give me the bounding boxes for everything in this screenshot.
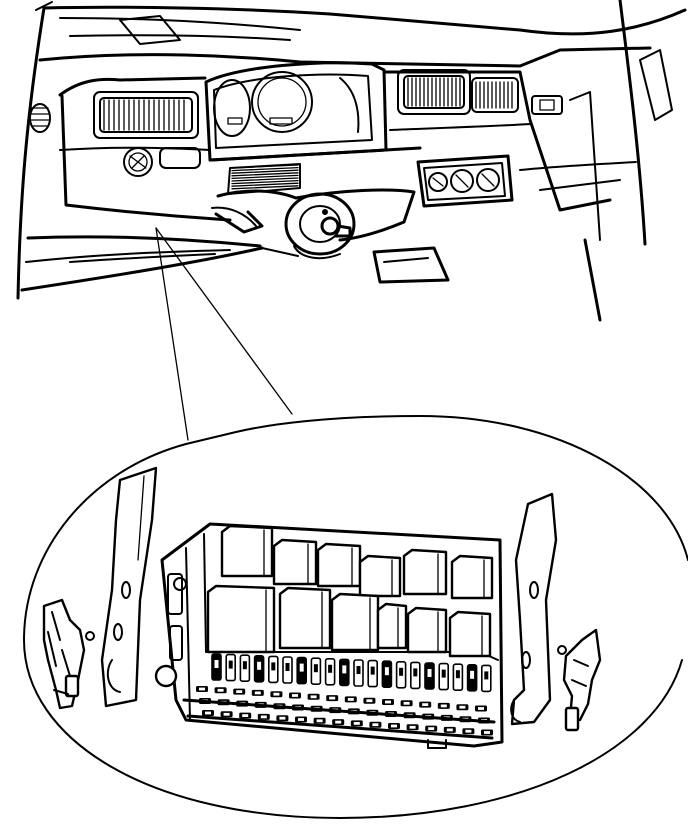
connector-slot-opening <box>385 700 391 704</box>
column-hatch-line <box>231 164 299 169</box>
relay <box>376 602 408 650</box>
relay <box>220 524 274 578</box>
connector-slot-rows <box>196 686 493 736</box>
right-bracket-plate <box>510 492 558 726</box>
connector-slot-opening <box>403 701 410 705</box>
relay <box>448 610 492 658</box>
right-clip <box>557 628 602 732</box>
fuse-strip <box>211 653 492 693</box>
fuse-window <box>342 665 347 674</box>
connector-slot-opening <box>329 696 336 700</box>
callout-leader <box>155 227 293 441</box>
connector-slot-opening <box>484 731 490 734</box>
fuse-window <box>384 667 389 676</box>
connector-slot-opening <box>260 715 267 719</box>
column-hatch-line <box>231 185 299 190</box>
fuse-window <box>299 663 304 672</box>
connector-slot-opening <box>279 716 286 720</box>
relay <box>206 584 276 654</box>
relay <box>406 606 448 654</box>
connector-slot-opening <box>199 687 205 691</box>
connector-slot-opening <box>353 722 360 725</box>
fuse-window <box>285 663 290 671</box>
fuse-window <box>271 662 276 671</box>
relay <box>450 554 494 600</box>
connector-slot-opening <box>205 711 211 715</box>
connector-slot-opening <box>446 728 453 732</box>
column-hatch-line <box>231 177 299 182</box>
connector-slot-opening <box>459 705 466 709</box>
fuse-window <box>399 667 404 676</box>
column-hatch-line <box>231 179 299 185</box>
relay <box>330 592 380 652</box>
relay <box>272 538 318 586</box>
column-hatch-line <box>231 174 299 180</box>
relay-group <box>206 524 494 658</box>
left-bracket-plate <box>100 466 158 708</box>
fuse-window <box>455 670 460 679</box>
fuse-window <box>228 660 233 669</box>
fuse-relay-box <box>154 522 504 749</box>
fuse-window <box>242 661 247 670</box>
climate-controls <box>416 154 514 208</box>
relay <box>358 554 402 598</box>
connector-slot-opening <box>236 690 243 693</box>
relay <box>316 542 362 588</box>
fuse-window <box>441 669 446 678</box>
fuse-window <box>313 664 318 673</box>
left-center-vent <box>93 91 199 139</box>
fuse-window <box>470 670 475 679</box>
connector-slot-opening <box>298 718 304 721</box>
connector-slot-opening <box>292 694 298 697</box>
fuse-window <box>356 666 361 674</box>
column-hatch-line <box>231 169 299 174</box>
fuse-window <box>214 660 219 668</box>
fuse-window <box>484 671 489 680</box>
connector-slot-opening <box>440 704 447 708</box>
connector-slot-opening <box>273 692 280 696</box>
left-clip <box>42 598 95 710</box>
connector-slot-opening <box>478 707 484 710</box>
connector-slot-opening <box>217 688 224 692</box>
connector-slot-opening <box>366 699 373 703</box>
relay <box>402 548 448 596</box>
connector-slot-opening <box>372 723 379 727</box>
left-side-vent <box>29 103 51 133</box>
column-hatch-line <box>231 166 299 172</box>
fuse-window <box>427 669 432 677</box>
connector-slot-opening <box>347 698 354 701</box>
connector-slot-opening <box>310 695 317 699</box>
connector-slot-opening <box>409 725 416 729</box>
fuse-window <box>413 668 418 677</box>
center-vent <box>397 69 519 115</box>
connector-slot-opening <box>223 712 230 716</box>
connector-slot-opening <box>391 724 397 728</box>
connector-slot-opening <box>335 720 342 724</box>
connector-slot-opening <box>316 719 323 723</box>
instrument-cluster <box>204 61 388 162</box>
connector-slot-opening <box>242 714 249 717</box>
connector-slot-opening <box>254 691 261 695</box>
dashboard <box>16 0 687 322</box>
connector-slot-opening <box>465 729 472 733</box>
light-switch-knob <box>123 147 201 177</box>
steering-column <box>210 146 450 284</box>
column-hatch-line <box>231 182 299 187</box>
detail-ellipse <box>23 415 688 819</box>
fuse-window <box>328 664 333 673</box>
column-hatch-line <box>231 172 299 177</box>
relay <box>278 586 332 650</box>
fuse-window <box>370 666 375 675</box>
connector-slot-opening <box>428 727 435 730</box>
connector-slot-opening <box>422 703 429 706</box>
fuse-window <box>257 661 262 670</box>
